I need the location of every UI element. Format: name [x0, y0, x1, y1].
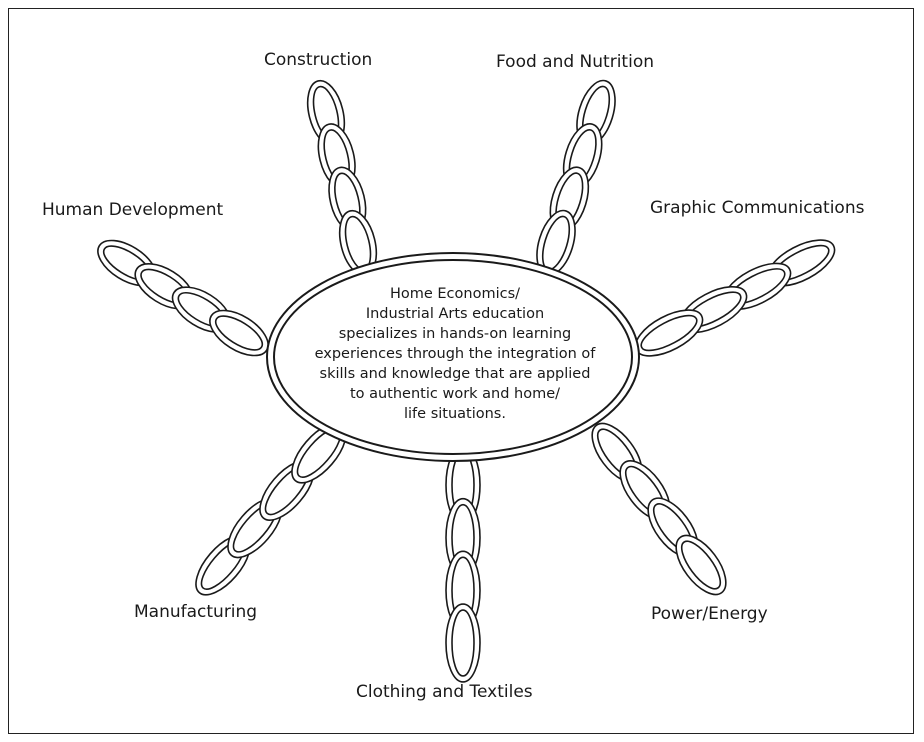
chain-food-and-nutrition — [536, 79, 616, 277]
label-power-energy: Power/Energy — [651, 604, 768, 624]
chain-link — [209, 309, 269, 357]
chain-power-energy — [591, 422, 727, 596]
label-construction: Construction — [264, 50, 373, 70]
chains — [97, 79, 836, 683]
center-line: skills and knowledge that are applied — [319, 366, 591, 382]
chain-link — [445, 603, 481, 683]
label-clothing-and-textiles: Clothing and Textiles — [356, 682, 533, 702]
label-food-and-nutrition: Food and Nutrition — [496, 52, 654, 72]
center-line: Industrial Arts education — [365, 306, 545, 322]
diagram-frame — [8, 8, 914, 734]
chain-link — [675, 534, 727, 596]
chain-link — [634, 309, 704, 357]
label-manufacturing: Manufacturing — [134, 602, 258, 622]
center-line: specializes in hands-on learning — [338, 326, 572, 342]
center-line: to authentic work and home/ — [349, 386, 561, 402]
chain-construction — [306, 79, 378, 277]
center-ellipse — [266, 252, 640, 462]
center-line: Home Economics/ — [389, 286, 521, 302]
center-line: experiences through the integration of — [314, 346, 596, 362]
label-human-development: Human Development — [42, 200, 224, 220]
center-line: life situations. — [404, 406, 506, 422]
chain-graphic-communications — [634, 239, 836, 357]
center-description: Home Economics/ Industrial Arts educatio… — [305, 284, 605, 424]
chain-human-development — [97, 239, 269, 357]
chain-link — [291, 422, 347, 484]
chain-clothing-and-textiles — [445, 445, 481, 683]
chain-manufacturing — [195, 422, 347, 596]
label-graphic-communications: Graphic Communications — [650, 198, 865, 218]
